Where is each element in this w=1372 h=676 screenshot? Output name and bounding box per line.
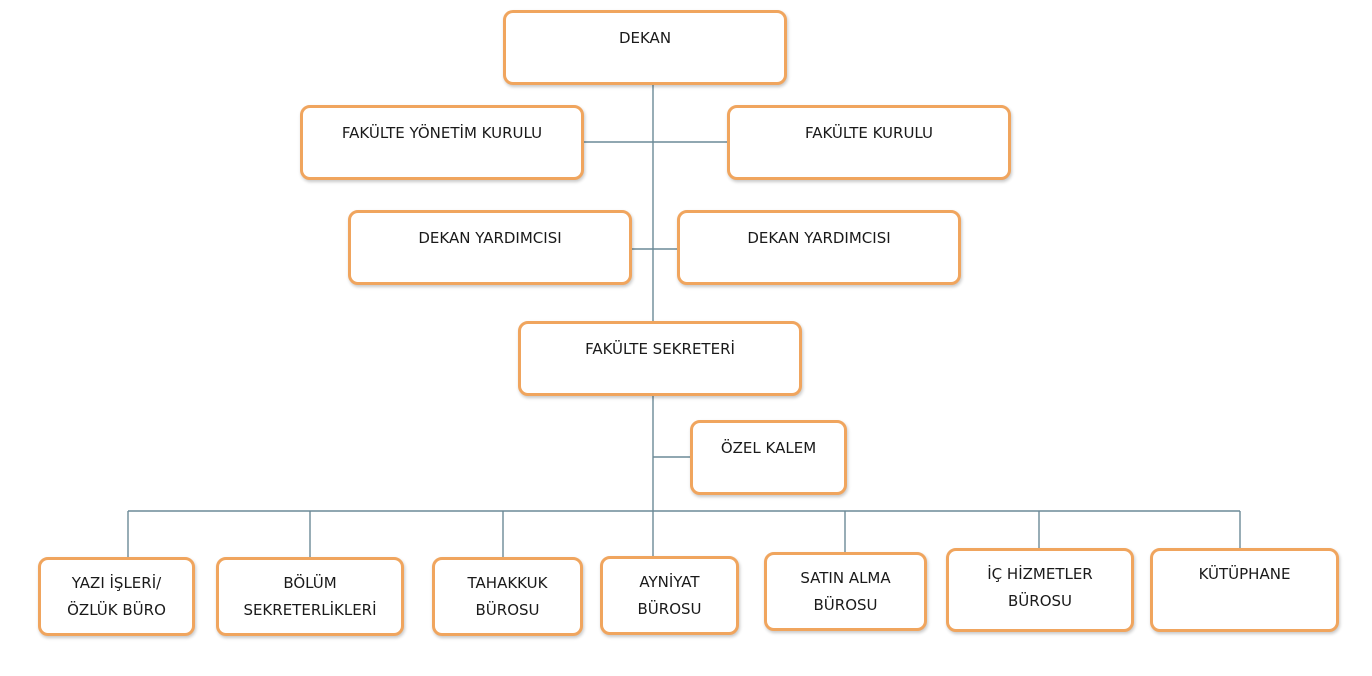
- dekan-yardimcisi-right-label: DEKAN YARDIMCISI: [747, 229, 891, 247]
- ic-hizmetler-line-2: BÜROSU: [1008, 592, 1072, 610]
- ayniyat-line-1: AYNİYAT: [639, 573, 700, 591]
- tahakkuk-line-1: TAHAKKUK: [467, 574, 548, 592]
- kutuphane-label: KÜTÜPHANE: [1198, 565, 1291, 583]
- ic-hizmetler-line-1: İÇ HİZMETLER: [987, 565, 1093, 583]
- bolum-line-1: BÖLÜM: [283, 574, 337, 592]
- fakulte-kurulu-box: FAKÜLTE KURULU: [727, 105, 1011, 180]
- ayniyat-burosu-label: AYNİYAT BÜROSU: [603, 559, 736, 623]
- yazi-isleri-line-2: ÖZLÜK BÜRO: [67, 601, 166, 619]
- fakulte-kurulu-label: FAKÜLTE KURULU: [804, 124, 934, 142]
- dekan-yardimcisi-left-label: DEKAN YARDIMCISI: [418, 229, 562, 247]
- bolum-sekreterlikleri-label: BÖLÜM SEKRETERLİKLERİ: [219, 560, 401, 624]
- dekan-label: DEKAN: [618, 29, 672, 47]
- yazi-isleri-line-1: YAZI İŞLERİ/: [71, 574, 162, 592]
- dekan-yardimcisi-right-box: DEKAN YARDIMCISI: [677, 210, 961, 285]
- bolum-sekreterlikleri-box: BÖLÜM SEKRETERLİKLERİ: [216, 557, 404, 636]
- ozel-kalem-box: ÖZEL KALEM: [690, 420, 847, 495]
- yazi-isleri-label: YAZI İŞLERİ/ ÖZLÜK BÜRO: [41, 560, 192, 624]
- kutuphane-box: KÜTÜPHANE: [1150, 548, 1339, 632]
- fakulte-yonetim-kurulu-label: FAKÜLTE YÖNETİM KURULU: [341, 124, 543, 142]
- ayniyat-burosu-box: AYNİYAT BÜROSU: [600, 556, 739, 635]
- fakulte-yonetim-kurulu-box: FAKÜLTE YÖNETİM KURULU: [300, 105, 584, 180]
- dekan-yardimcisi-left-box: DEKAN YARDIMCISI: [348, 210, 632, 285]
- dekan-box: DEKAN: [503, 10, 787, 85]
- ic-hizmetler-burosu-box: İÇ HİZMETLER BÜROSU: [946, 548, 1134, 632]
- fakulte-sekreteri-label: FAKÜLTE SEKRETERİ: [585, 340, 735, 358]
- ozel-kalem-label: ÖZEL KALEM: [720, 439, 817, 457]
- satin-alma-burosu-box: SATIN ALMA BÜROSU: [764, 552, 927, 631]
- satin-alma-line-2: BÜROSU: [813, 596, 878, 614]
- satin-alma-burosu-label: SATIN ALMA BÜROSU: [767, 555, 924, 619]
- tahakkuk-burosu-label: TAHAKKUK BÜROSU: [435, 560, 580, 624]
- yazi-isleri-box: YAZI İŞLERİ/ ÖZLÜK BÜRO: [38, 557, 195, 636]
- tahakkuk-burosu-box: TAHAKKUK BÜROSU: [432, 557, 583, 636]
- bolum-line-2: SEKRETERLİKLERİ: [243, 601, 377, 619]
- tahakkuk-line-2: BÜROSU: [475, 601, 540, 619]
- satin-alma-line-1: SATIN ALMA: [800, 569, 891, 587]
- ic-hizmetler-burosu-label: İÇ HİZMETLER BÜROSU: [949, 551, 1131, 615]
- ayniyat-line-2: BÜROSU: [637, 600, 702, 618]
- fakulte-sekreteri-box: FAKÜLTE SEKRETERİ: [518, 321, 802, 396]
